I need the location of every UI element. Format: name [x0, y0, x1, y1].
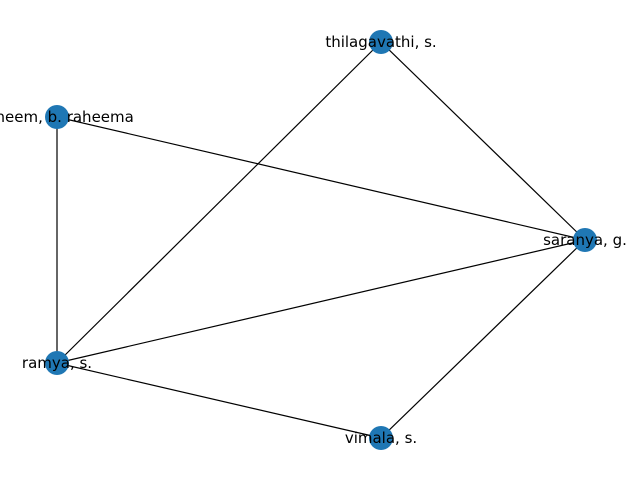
- node-thilagavathi: [369, 30, 393, 54]
- node-label-saranya: saranya, g.: [543, 231, 627, 249]
- node-label-vimala: vimala, s.: [345, 429, 417, 447]
- labels-layer: thilagavathi, s. raheem, b. raheema sarany…: [0, 33, 627, 447]
- edge-saranya-ramya: [56, 239, 586, 364]
- edge-thilagavathi-ramya: [56, 41, 382, 364]
- node-ramya: [45, 351, 69, 375]
- node-raheem: [45, 105, 69, 129]
- edge-ramya-vimala: [56, 362, 382, 439]
- node-label-ramya: ramya, s.: [22, 354, 92, 372]
- node-label-raheem: raheem, b. raheema: [0, 108, 134, 126]
- nodes-layer: [45, 30, 597, 450]
- edge-raheem-saranya: [56, 116, 586, 241]
- node-label-thilagavathi: thilagavathi, s.: [325, 33, 436, 51]
- edge-saranya-vimala: [380, 239, 586, 439]
- node-vimala: [369, 426, 393, 450]
- edges-layer: [56, 41, 586, 439]
- node-saranya: [573, 228, 597, 252]
- edge-thilagavathi-saranya: [380, 41, 586, 241]
